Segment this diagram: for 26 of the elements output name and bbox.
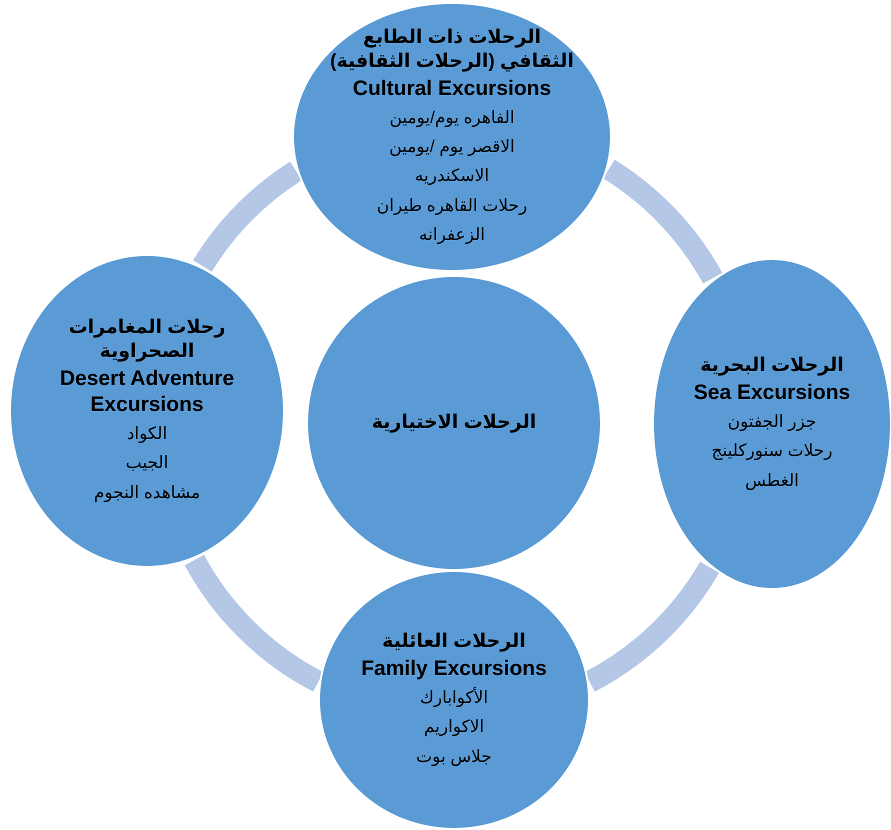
category-subtitle: Sea Excursions xyxy=(694,380,850,406)
list-item: الفاهره يوم/يومين xyxy=(389,106,515,128)
ring-segment xyxy=(185,554,324,692)
category-title: رحلات المغامرات الصحراوية xyxy=(68,316,226,364)
category-title: الرحلات الاختيارية xyxy=(372,411,536,435)
list-item: الاسكندريه xyxy=(414,165,490,186)
list-item: الزعفرانه xyxy=(419,224,485,245)
category-subtitle: Family Excursions xyxy=(361,656,547,682)
category-title: الرحلات العائلية xyxy=(382,630,526,654)
list-item: رحلات القاهره طيران xyxy=(376,194,528,216)
list-item: الغطس xyxy=(745,470,799,491)
list-item: جزر الجفتون xyxy=(728,411,816,432)
list-item: الكواد xyxy=(126,423,168,444)
ring-segment xyxy=(584,561,719,692)
ring-segment xyxy=(602,160,722,284)
list-item: مشاهده النجوم xyxy=(94,482,200,503)
category-title: الرحلات البحرية xyxy=(700,354,844,378)
list-item: الاقصر يوم /يومين xyxy=(389,136,515,158)
list-item: رحلات سنوركلينج xyxy=(712,440,832,462)
list-item: الاكواريم xyxy=(424,716,484,738)
list-item: الأكوابارك xyxy=(420,687,488,708)
category-subtitle: Cultural Excursions xyxy=(352,76,552,102)
category-subtitle: Desert Adventure Excursions xyxy=(58,366,236,418)
list-item: جلاس بوت xyxy=(416,746,492,767)
category-title: الرحلات ذات الطابع الثقافي (الرحلات الثقافية) xyxy=(329,26,575,74)
list-item: الجيب xyxy=(126,452,168,474)
